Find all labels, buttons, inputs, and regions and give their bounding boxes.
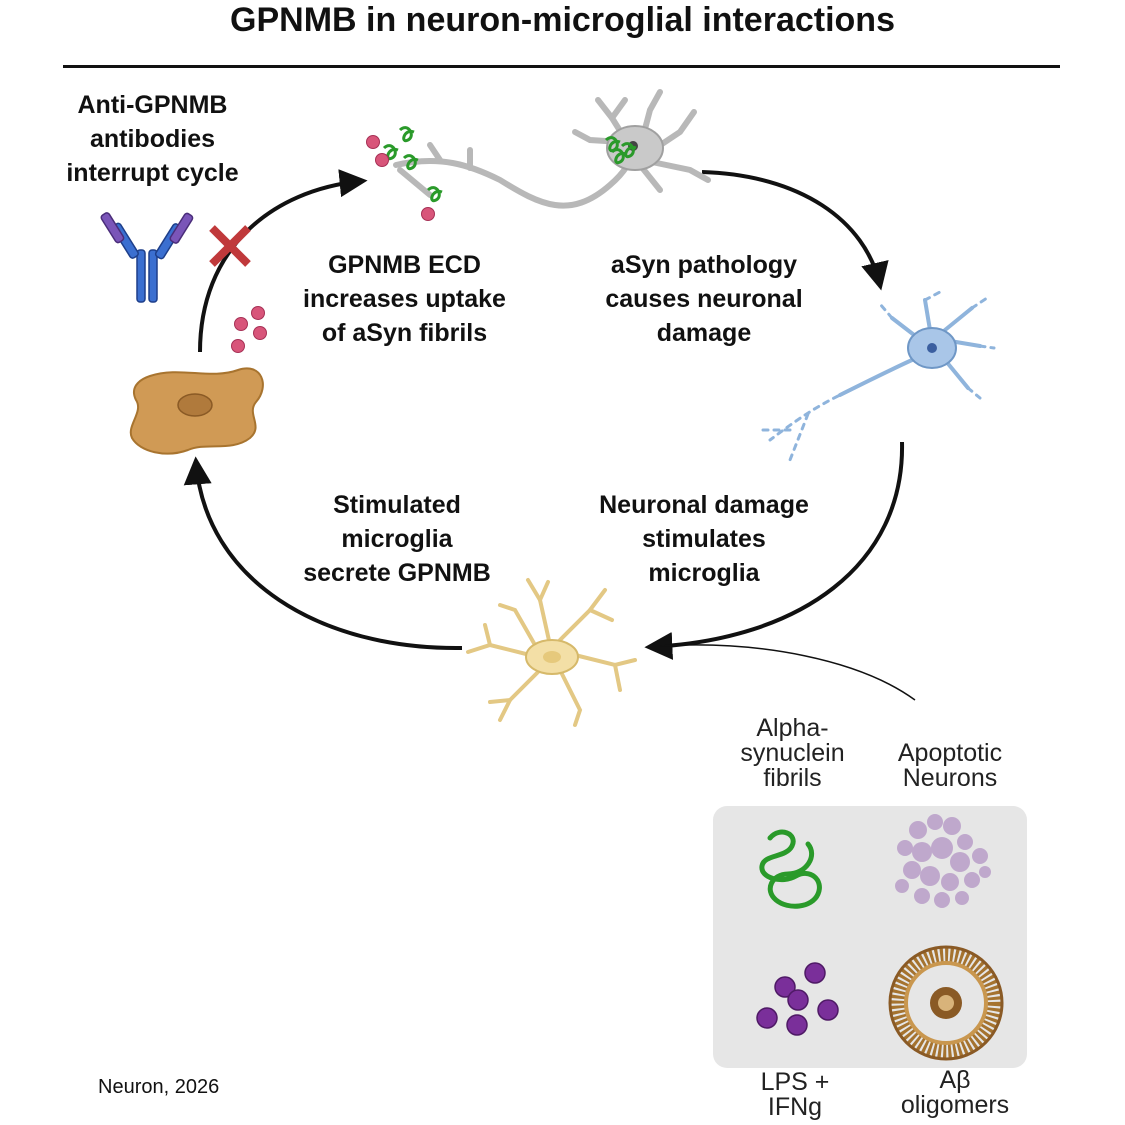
- pathology-label-line-2: causes neuronal: [605, 285, 803, 313]
- legend-apoptotic-line-2: Neurons: [902, 764, 998, 792]
- legend-lps-line-1: LPS +: [760, 1068, 830, 1096]
- secrete-label-line-1: Stimulated: [333, 491, 461, 519]
- legend-apoptotic-line-1: Apoptotic: [897, 739, 1003, 767]
- legend-lps-icon: [756, 962, 839, 1036]
- arrow-microglia-to-neuron: [198, 169, 368, 353]
- antibody-label-line-2: antibodies: [89, 125, 215, 153]
- pathology-label: aSyn pathology causes neuronal damage: [580, 248, 828, 350]
- uptake-label-line-2: increases uptake: [303, 285, 506, 313]
- damaged-neuron-icon: [758, 290, 996, 462]
- legend-abeta-icon: [888, 945, 1004, 1061]
- antibody-label-line-3: interrupt cycle: [66, 159, 239, 187]
- damage-label-line-1: Neuronal damage: [599, 491, 809, 519]
- legend-fibrils-line-3: fibrils: [763, 764, 822, 792]
- amoeboid-microglia-icon: [129, 367, 264, 455]
- pathology-label-line-1: aSyn pathology: [610, 251, 798, 279]
- secrete-label-line-2: microglia: [341, 525, 453, 553]
- title-divider: [63, 65, 1060, 68]
- stimuli-connector-line: [659, 644, 916, 701]
- gpnmb-particles-icon: [231, 306, 267, 353]
- uptake-label: GPNMB ECD increases uptake of aSyn fibri…: [282, 248, 527, 350]
- damage-label: Neuronal damage stimulates microglia: [580, 488, 828, 590]
- legend-apoptotic-icon: [895, 814, 991, 908]
- fibril-icon: [382, 126, 637, 203]
- legend-fibrils-line-1: Alpha-: [756, 714, 829, 742]
- legend-fibril-icon: [759, 829, 822, 909]
- legend-lps-label: LPS + IFNg: [720, 1070, 870, 1120]
- legend-abeta-label: Aβ oligomers: [870, 1068, 1040, 1118]
- uptake-label-line-3: of aSyn fibrils: [321, 319, 488, 347]
- arrow-microglia-to-amoeboid: [183, 456, 463, 651]
- legend-apoptotic-label: Apoptotic Neurons: [865, 741, 1035, 791]
- pathology-label-line-3: damage: [656, 319, 752, 347]
- legend-lps-line-2: IFNg: [767, 1093, 823, 1121]
- arrow-neuron-to-damage: [701, 170, 889, 291]
- legend-fibrils-label: Alpha- synuclein fibrils: [715, 716, 870, 791]
- legend-fibrils-line-2: synuclein: [740, 739, 845, 767]
- antibody-icon: [100, 212, 194, 303]
- page-title: GPNMB in neuron-microglial interactions: [230, 1, 895, 39]
- block-x-icon: [209, 225, 251, 267]
- legend-abeta-line-2: oligomers: [900, 1091, 1010, 1119]
- gpnmb-bound-particles-icon: [366, 135, 435, 221]
- antibody-label-line-1: Anti-GPNMB: [77, 91, 228, 119]
- legend-abeta-line-1: Aβ: [939, 1066, 971, 1094]
- ramified-microglia-icon: [466, 578, 637, 727]
- secrete-label: Stimulated microglia secrete GPNMB: [282, 488, 512, 590]
- antibody-label: Anti-GPNMB antibodies interrupt cycle: [40, 88, 265, 190]
- damage-label-line-2: stimulates: [642, 525, 766, 553]
- uptake-label-line-1: GPNMB ECD: [328, 251, 481, 279]
- damage-label-line-3: microglia: [648, 559, 760, 587]
- arrow-damage-to-microglia: [644, 441, 905, 660]
- citation: Neuron, 2026: [98, 1076, 220, 1098]
- secrete-label-line-3: secrete GPNMB: [303, 559, 491, 587]
